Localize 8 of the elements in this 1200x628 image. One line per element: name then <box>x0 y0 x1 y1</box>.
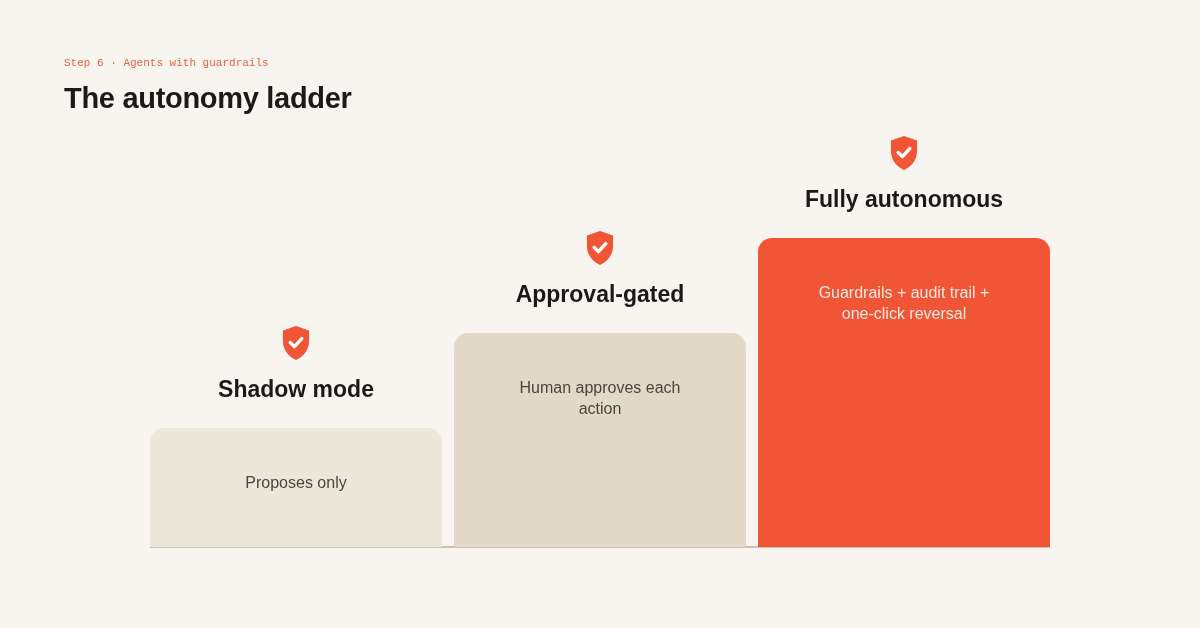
step-heading: Fully autonomous <box>804 186 1004 212</box>
step-description: Human approves each action <box>519 379 681 417</box>
step-description: Proposes only <box>245 474 347 491</box>
diagram-title: The autonomy ladder <box>64 81 352 115</box>
eyebrow-label: Step 6 · Agents with guardrails <box>64 56 269 70</box>
step-heading: Shadow mode <box>218 376 374 402</box>
step-heading: Approval-gated <box>515 281 685 307</box>
step-description: Guardrails + audit trail + one-click reversal <box>818 284 990 322</box>
